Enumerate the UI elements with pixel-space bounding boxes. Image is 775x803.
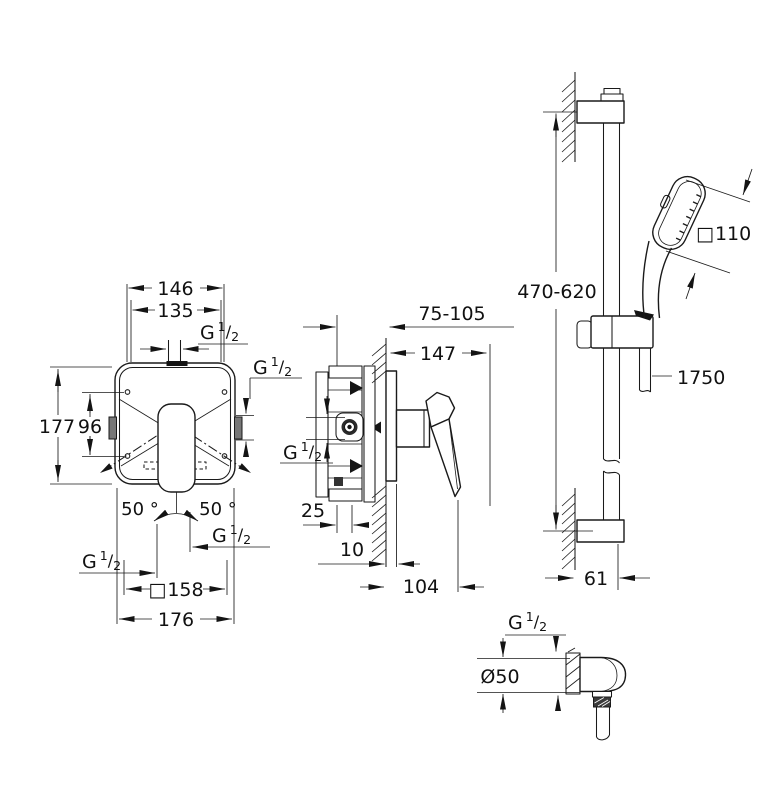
slider-holder bbox=[590, 315, 654, 349]
dimension-146: 146 bbox=[157, 278, 193, 300]
wall-hatching bbox=[561, 79, 576, 570]
valve-top-flange bbox=[328, 365, 363, 379]
swing-arrowhead-right bbox=[238, 463, 251, 473]
dimension-10: 10 bbox=[340, 539, 364, 561]
thread-label-bottom-left bbox=[82, 548, 122, 573]
rail-break-line bbox=[603, 470, 620, 476]
angle-label-right: 50 ° bbox=[199, 499, 237, 520]
front-view: 146 135 177 96 50 ° 50 ° bbox=[38, 278, 302, 631]
valve-bottom-flange bbox=[328, 488, 363, 502]
rail-view: □110 470-620 1750 61 bbox=[517, 72, 753, 590]
lever-arm-side bbox=[430, 418, 462, 498]
outlet-neck bbox=[591, 690, 613, 698]
dimension-61: 61 bbox=[584, 568, 608, 590]
flange-hatching bbox=[565, 653, 581, 690]
retainer-clip bbox=[350, 381, 363, 395]
valve-detail-block bbox=[334, 477, 343, 486]
hand-shower bbox=[642, 175, 706, 319]
elbow-detail-line bbox=[600, 657, 618, 692]
dimension-hose-length: 1750 bbox=[677, 367, 725, 389]
holder-clamp-knob bbox=[576, 320, 593, 349]
extension-line bbox=[665, 250, 731, 274]
dimension-177: 177 bbox=[39, 416, 75, 438]
side-port-left bbox=[108, 416, 117, 440]
thread-label-side bbox=[253, 354, 293, 379]
dimension-depth-range: 75-105 bbox=[418, 303, 485, 325]
side-port-right bbox=[234, 416, 243, 440]
escutcheon-side bbox=[385, 370, 398, 482]
dimension-25: 25 bbox=[301, 500, 325, 522]
dimension-135: 135 bbox=[157, 300, 193, 322]
top-stub-cap bbox=[166, 361, 188, 366]
centerline-tick bbox=[567, 647, 576, 653]
rail-break-line bbox=[603, 458, 620, 464]
angle-label-left: 50 ° bbox=[121, 499, 159, 520]
screw-hole bbox=[124, 389, 131, 395]
spray-nozzles bbox=[675, 194, 702, 241]
dimension-176: 176 bbox=[158, 609, 194, 631]
lever-handle-front bbox=[157, 403, 196, 493]
valve-stem bbox=[395, 409, 431, 448]
hose-knurl-nut bbox=[593, 696, 611, 708]
thread-label-top bbox=[200, 319, 240, 344]
wall-outlet-elbow bbox=[579, 656, 627, 693]
hose-end-cap bbox=[596, 734, 610, 741]
dim-arrow bbox=[685, 272, 696, 300]
dimension-height-range: 470-620 bbox=[517, 281, 596, 303]
box-front-rim bbox=[363, 365, 376, 503]
valve-back-plate bbox=[315, 371, 329, 498]
inlet-center bbox=[347, 424, 352, 430]
rail-end-cap bbox=[603, 87, 621, 95]
swing-arrowhead-left bbox=[100, 463, 113, 473]
outlet-view: Ø50 bbox=[477, 609, 627, 741]
screw-hole bbox=[221, 389, 228, 395]
side-view: 75-105 147 25 10 104 bbox=[280, 303, 514, 598]
thread-label-outlet bbox=[508, 609, 548, 634]
wall-hatching bbox=[371, 343, 387, 562]
lever-knob-side bbox=[425, 391, 456, 428]
spray-mode-button bbox=[660, 194, 671, 209]
wall-bracket-top bbox=[576, 100, 625, 124]
dimension-110: □110 bbox=[696, 223, 751, 245]
thread-label-bottom-right bbox=[212, 522, 252, 547]
hidden-port-left bbox=[143, 461, 171, 470]
dimension-diameter: Ø50 bbox=[480, 666, 519, 688]
dim-arrow bbox=[742, 168, 753, 196]
shower-handle bbox=[642, 240, 650, 319]
dimension-104: 104 bbox=[403, 576, 439, 598]
rotation-arc-arrow bbox=[153, 509, 199, 522]
shower-head bbox=[652, 175, 706, 251]
screw-hole bbox=[221, 453, 228, 459]
retainer-clip bbox=[350, 459, 363, 473]
screw-hole bbox=[124, 453, 131, 459]
dimension-158: □158 bbox=[148, 579, 203, 601]
extension-line bbox=[685, 179, 751, 203]
knurl-texture bbox=[594, 697, 611, 707]
hose-break-line bbox=[639, 389, 651, 393]
shower-handle bbox=[657, 247, 673, 319]
dimension-147: 147 bbox=[420, 343, 456, 365]
text-mask bbox=[78, 417, 104, 436]
lever-detail-line bbox=[448, 418, 458, 490]
alignment-arrow bbox=[371, 421, 381, 434]
dimension-96: 96 bbox=[78, 416, 102, 438]
rail-end-cap bbox=[600, 93, 624, 102]
text-mask bbox=[38, 415, 76, 437]
